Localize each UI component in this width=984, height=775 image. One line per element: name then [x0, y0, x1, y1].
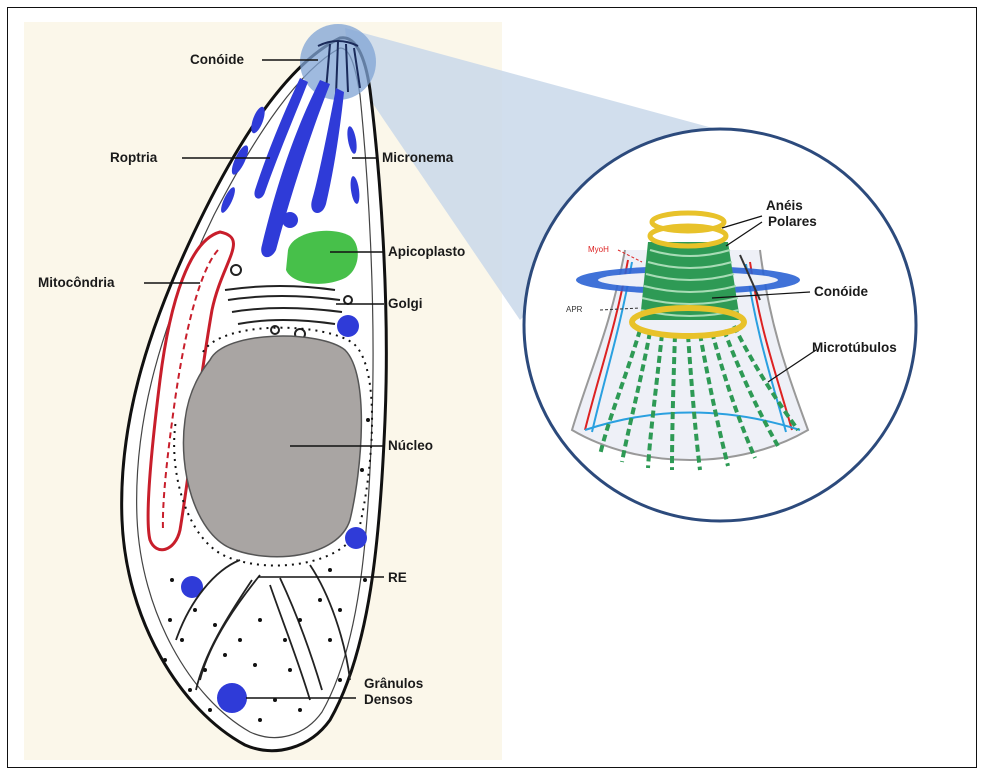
apicoplast [286, 231, 358, 284]
inset-label-polar-rings-2: Polares [768, 214, 817, 229]
label-dense-granules-2: Densos [364, 692, 413, 707]
label-golgi: Golgi [388, 296, 423, 311]
label-er: RE [388, 570, 407, 585]
label-microneme: Micronema [382, 150, 454, 165]
label-mitochondria: Mitocôndria [38, 275, 115, 290]
inset-label-microtubules: Microtúbulos [812, 340, 897, 355]
inset-label-conoid: Conóide [814, 284, 868, 299]
label-dense-granules-1: Grânulos [364, 676, 423, 691]
inset-label-myoh: MyoH [588, 245, 609, 254]
label-conoid: Conóide [190, 52, 244, 67]
label-nucleus: Núcleo [388, 438, 433, 453]
label-rhoptry: Roptria [110, 150, 158, 165]
inset-label-apr: APR [566, 305, 583, 314]
label-apicoplast: Apicoplasto [388, 244, 465, 259]
inset-label-polar-rings-1: Anéis [766, 198, 803, 213]
